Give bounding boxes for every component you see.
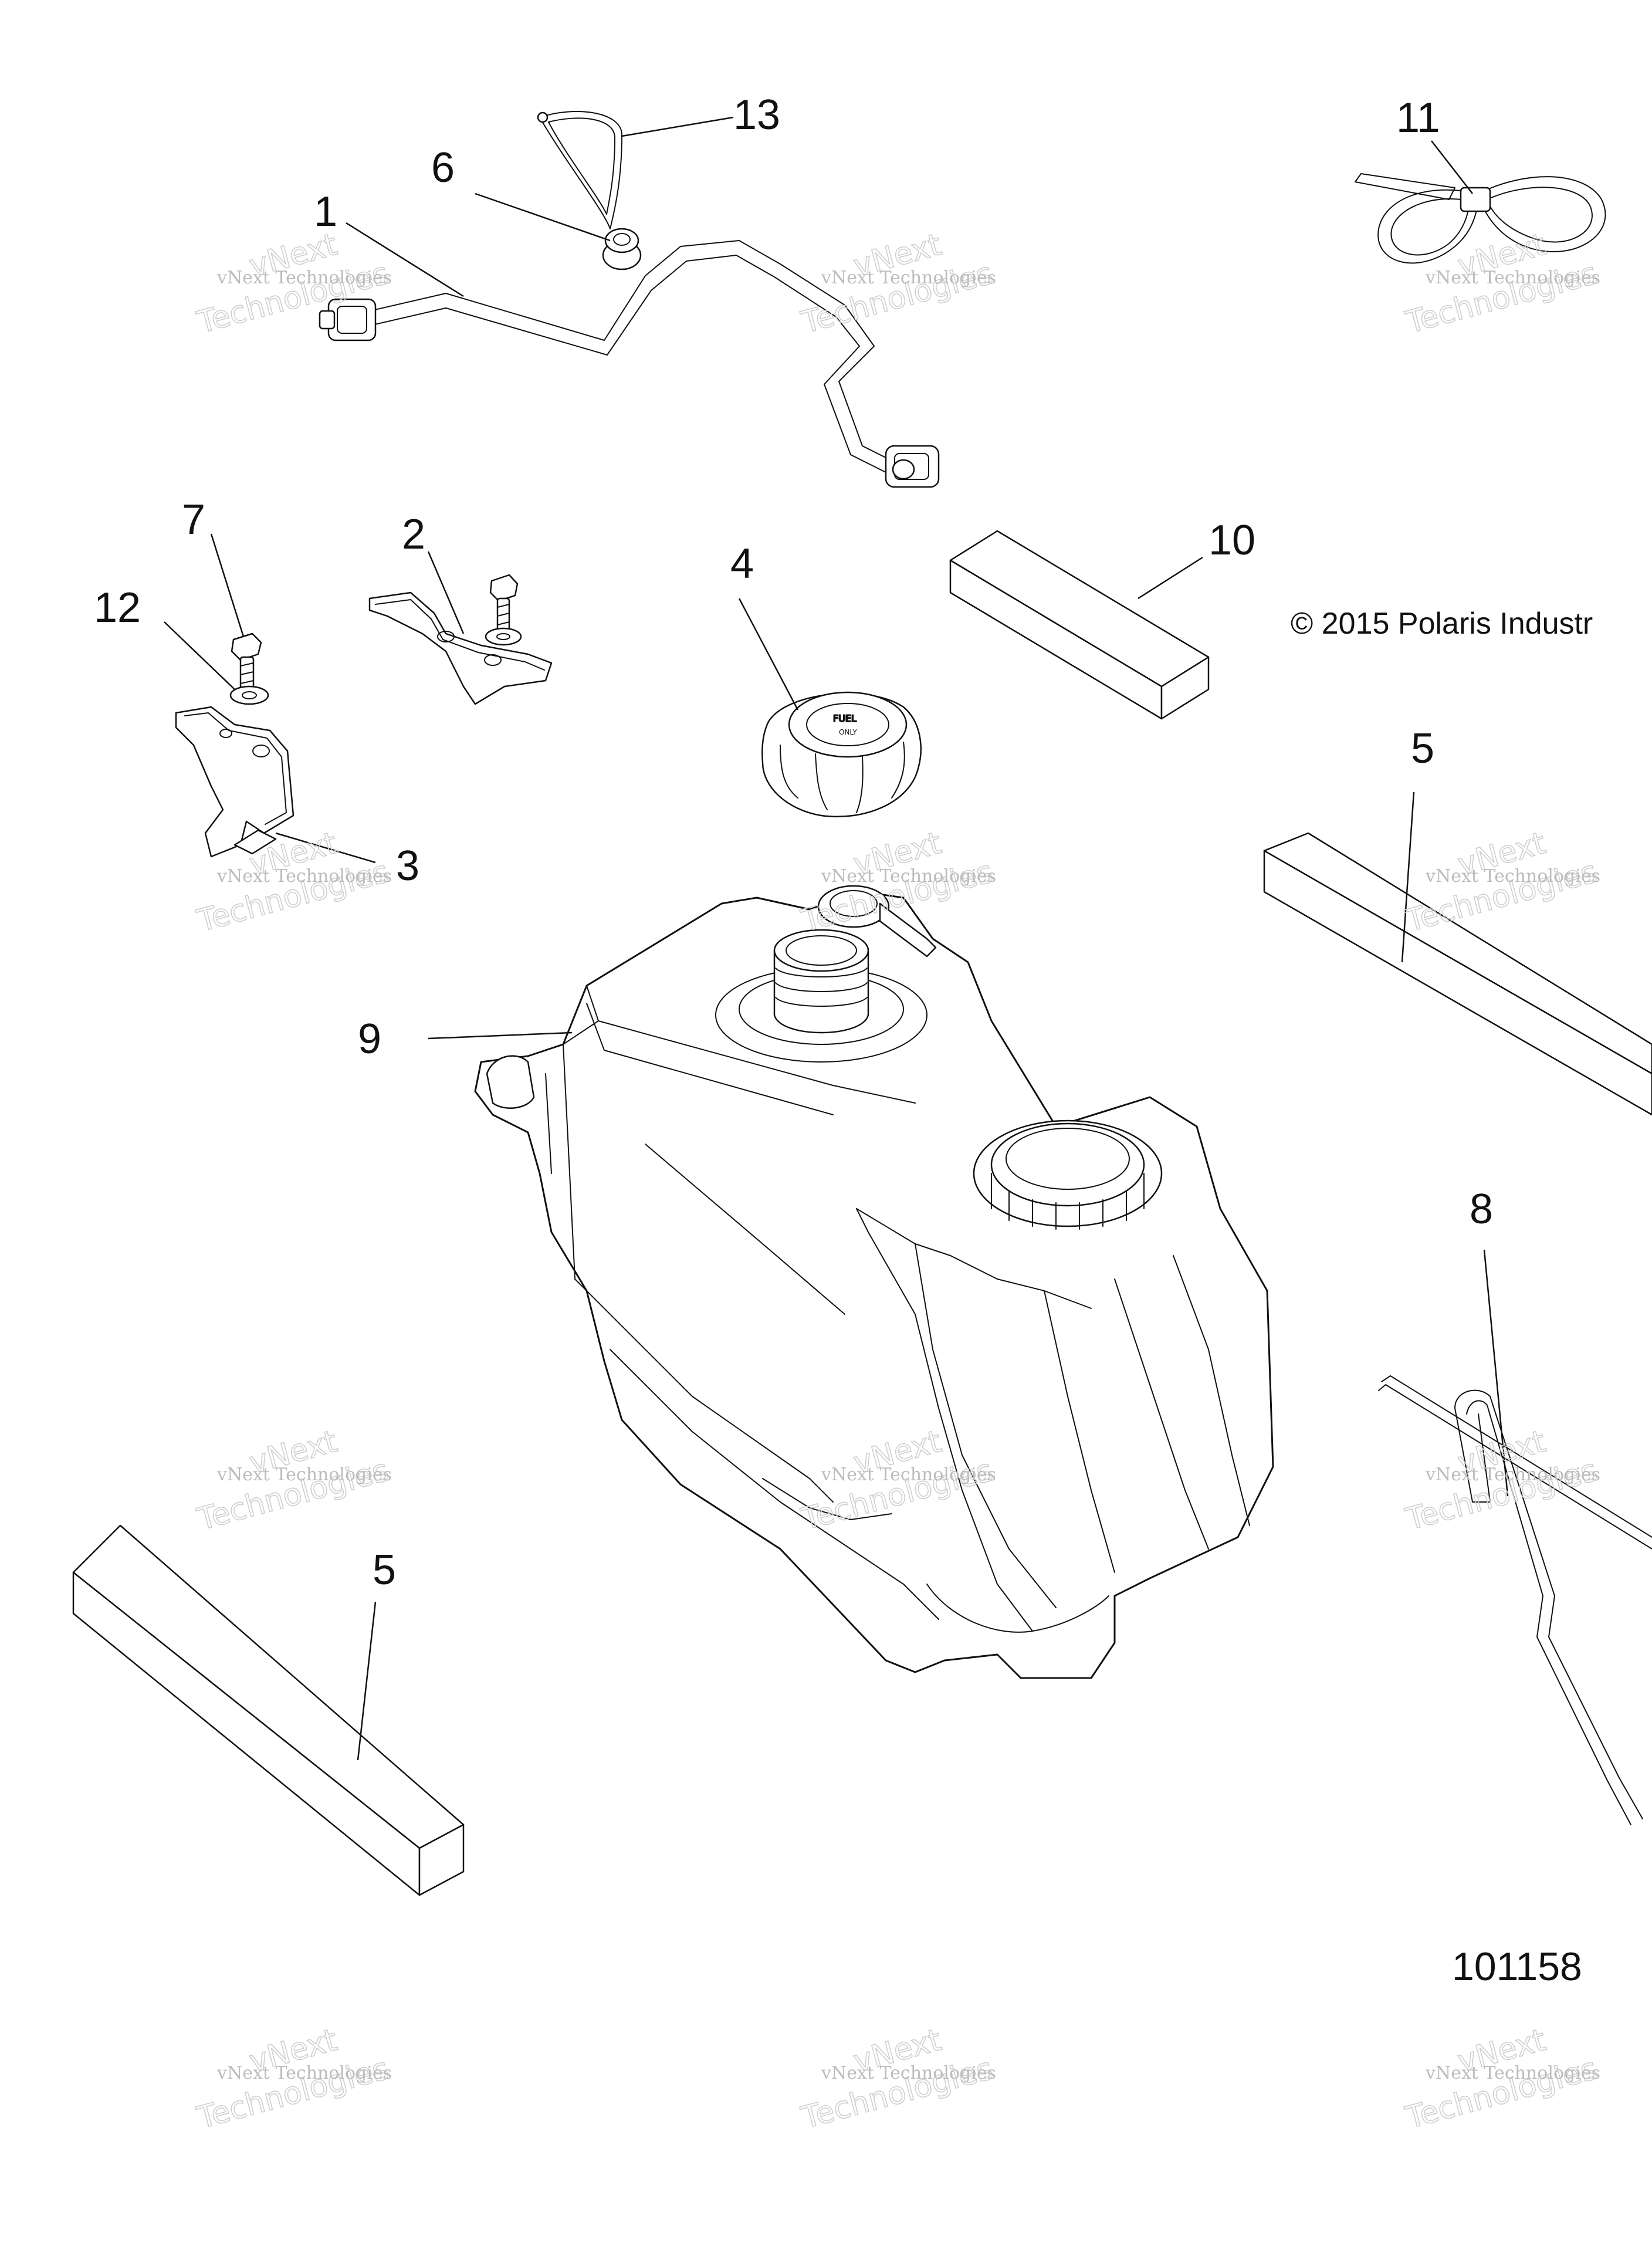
part-6-grommet xyxy=(602,228,642,270)
part-5-foam-strip-right xyxy=(1263,832,1652,1116)
leader-4 xyxy=(738,598,799,711)
leader-7 xyxy=(210,533,245,637)
part-8-vent-line xyxy=(1378,1375,1652,1825)
part-4-fuel-cap: FUEL ONLY xyxy=(761,691,922,818)
leader-2 xyxy=(427,551,465,634)
callout-13: 13 xyxy=(733,92,780,138)
callout-1: 1 xyxy=(314,188,337,235)
callout-10: 10 xyxy=(1208,517,1255,564)
leader-lines xyxy=(164,116,1509,1761)
leader-11 xyxy=(1431,140,1473,194)
watermark-small: vNext Technologies xyxy=(821,268,996,288)
callout-5-right: 5 xyxy=(1411,725,1434,772)
part-1-vent-hose xyxy=(319,240,940,488)
callout-numbers: 1 2 3 4 5 5 6 7 8 9 10 11 12 13 xyxy=(94,92,1493,1594)
copyright-notice: © 2015 Polaris Industr xyxy=(1291,607,1593,641)
callout-8: 8 xyxy=(1470,1186,1493,1233)
callout-4: 4 xyxy=(730,540,754,587)
part-1-connector-right xyxy=(885,445,940,488)
part-2-bracket xyxy=(368,591,553,705)
callout-7: 7 xyxy=(182,496,205,543)
leader-1 xyxy=(346,222,464,297)
callout-6: 6 xyxy=(431,144,455,191)
callout-3: 3 xyxy=(396,843,419,889)
watermark-small: vNext Technologies xyxy=(1425,268,1600,288)
part-12-washer xyxy=(229,685,269,705)
watermark-small: vNext Technologies xyxy=(1425,1464,1600,1485)
part-9-pump-module xyxy=(973,1119,1163,1230)
leader-10 xyxy=(1138,556,1203,600)
watermark-small: vNext Technologies xyxy=(216,268,392,288)
part-10-foam-block xyxy=(949,530,1210,720)
part-11-cable-tie xyxy=(1355,173,1606,264)
part-5-foam-strip-left xyxy=(72,1524,465,1896)
part-13-hose-clip xyxy=(537,111,622,229)
part-9-filler-neck xyxy=(715,929,927,1063)
leader-12 xyxy=(164,621,235,690)
leader-6 xyxy=(475,192,611,242)
watermark-small: vNext Technologies xyxy=(1425,2063,1600,2083)
callout-9: 9 xyxy=(358,1016,381,1063)
watermark-small: vNext Technologies xyxy=(821,866,996,887)
leader-9 xyxy=(428,1031,573,1040)
leader-13 xyxy=(621,116,734,137)
callout-5-left: 5 xyxy=(373,1547,396,1594)
part-7-bolt-left xyxy=(231,632,262,691)
drawing-id: 101158 xyxy=(1452,1944,1582,1989)
watermark-small: vNext Technologies xyxy=(1425,866,1600,887)
leader-3 xyxy=(275,832,376,864)
svg-text:ONLY: ONLY xyxy=(839,728,858,736)
part-2-bolt xyxy=(485,574,522,646)
callout-2: 2 xyxy=(402,511,425,558)
callout-11: 11 xyxy=(1396,94,1440,141)
part-1-connector-left xyxy=(319,298,377,341)
watermark-small: vNext Technologies xyxy=(821,1464,996,1485)
watermark-small: vNext Technologies xyxy=(216,1464,392,1485)
leader-8 xyxy=(1483,1249,1509,1497)
watermark-small: vNext Technologies xyxy=(216,2063,392,2083)
part-3-bracket xyxy=(175,706,294,858)
watermark-small: vNext Technologies xyxy=(216,866,392,887)
leader-5b xyxy=(357,1601,377,1761)
part-9-fuel-tank xyxy=(474,885,1274,1679)
watermark-small: vNext Technologies xyxy=(821,2063,996,2083)
leader-5a xyxy=(1401,791,1415,963)
part-9-vent-valve xyxy=(817,885,937,958)
callout-12: 12 xyxy=(94,584,141,631)
svg-text:FUEL: FUEL xyxy=(833,713,857,724)
